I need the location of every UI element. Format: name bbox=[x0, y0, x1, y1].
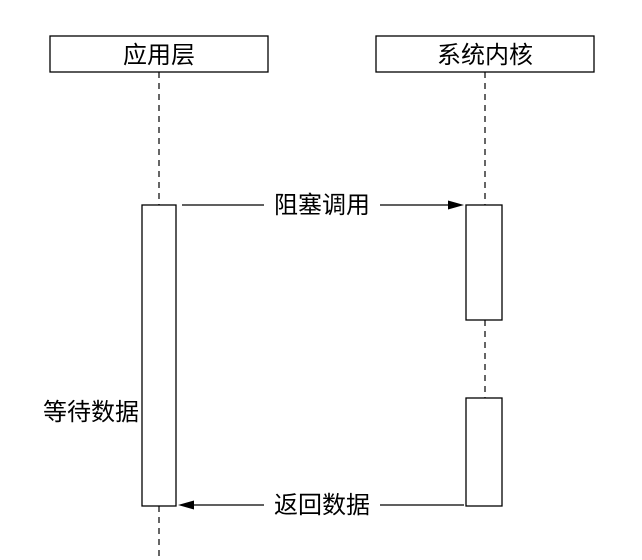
message-blocking-call-label: 阻塞调用 bbox=[274, 191, 370, 219]
participant-box-kernel bbox=[375, 35, 595, 73]
message-return-data-arrowhead bbox=[178, 500, 194, 510]
participant-box-app-layer bbox=[49, 35, 269, 73]
note-waiting-data: 等待数据 bbox=[43, 398, 139, 426]
message-return-data-label: 返回数据 bbox=[274, 491, 370, 519]
activation-bar-kernel-first bbox=[465, 204, 503, 321]
participant-label-kernel: 系统内核 bbox=[437, 41, 533, 69]
message-blocking-call-arrowhead bbox=[448, 200, 464, 210]
activation-bar-kernel-second bbox=[465, 397, 503, 507]
participant-label-app-layer: 应用层 bbox=[123, 41, 195, 69]
activation-bar-app-layer bbox=[141, 204, 177, 507]
